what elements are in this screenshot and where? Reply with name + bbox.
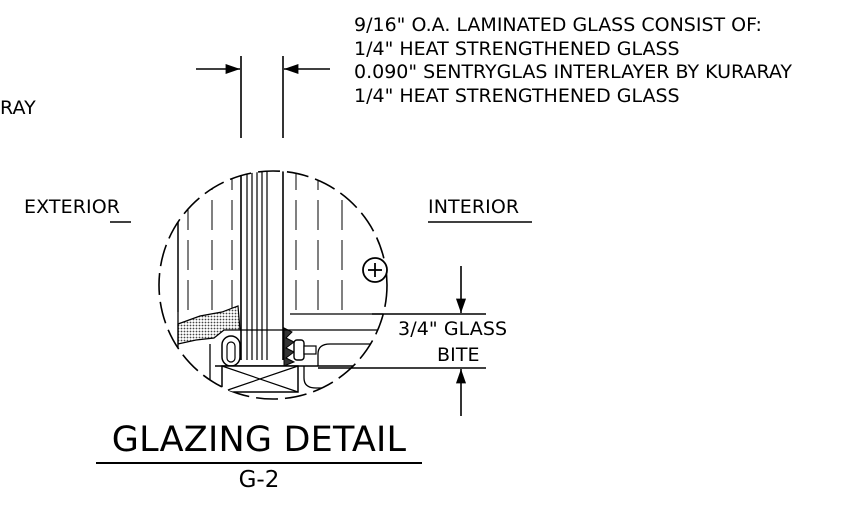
glass-bite-label: 3/4" GLASS bbox=[398, 318, 508, 340]
detail-title: GLAZING DETAIL bbox=[111, 420, 407, 460]
interior-label: INTERIOR bbox=[428, 196, 520, 218]
phillips-screw-head-icon bbox=[362, 257, 388, 283]
detail-circle bbox=[158, 170, 388, 400]
cut-off-text: RAY bbox=[0, 97, 36, 119]
exterior-label: EXTERIOR bbox=[24, 196, 121, 218]
interior-gasket bbox=[283, 327, 296, 367]
spec-line-1: 9/16" O.A. LAMINATED GLASS CONSIST OF: bbox=[354, 14, 762, 36]
spec-line-3: 0.090" SENTRYGLAS INTERLAYER BY KURARAY bbox=[354, 61, 793, 83]
spec-line-2: 1/4" HEAT STRENGTHENED GLASS bbox=[354, 37, 680, 60]
spec-line-4: 1/4" HEAT STRENGTHENED GLASS bbox=[354, 84, 680, 107]
structural-silicone bbox=[177, 305, 241, 345]
glass-spec-notes: 9/16" O.A. LAMINATED GLASS CONSIST OF: 1… bbox=[354, 14, 792, 108]
detail-reference: G-2 bbox=[238, 467, 280, 493]
bite-label: BITE bbox=[437, 344, 480, 366]
